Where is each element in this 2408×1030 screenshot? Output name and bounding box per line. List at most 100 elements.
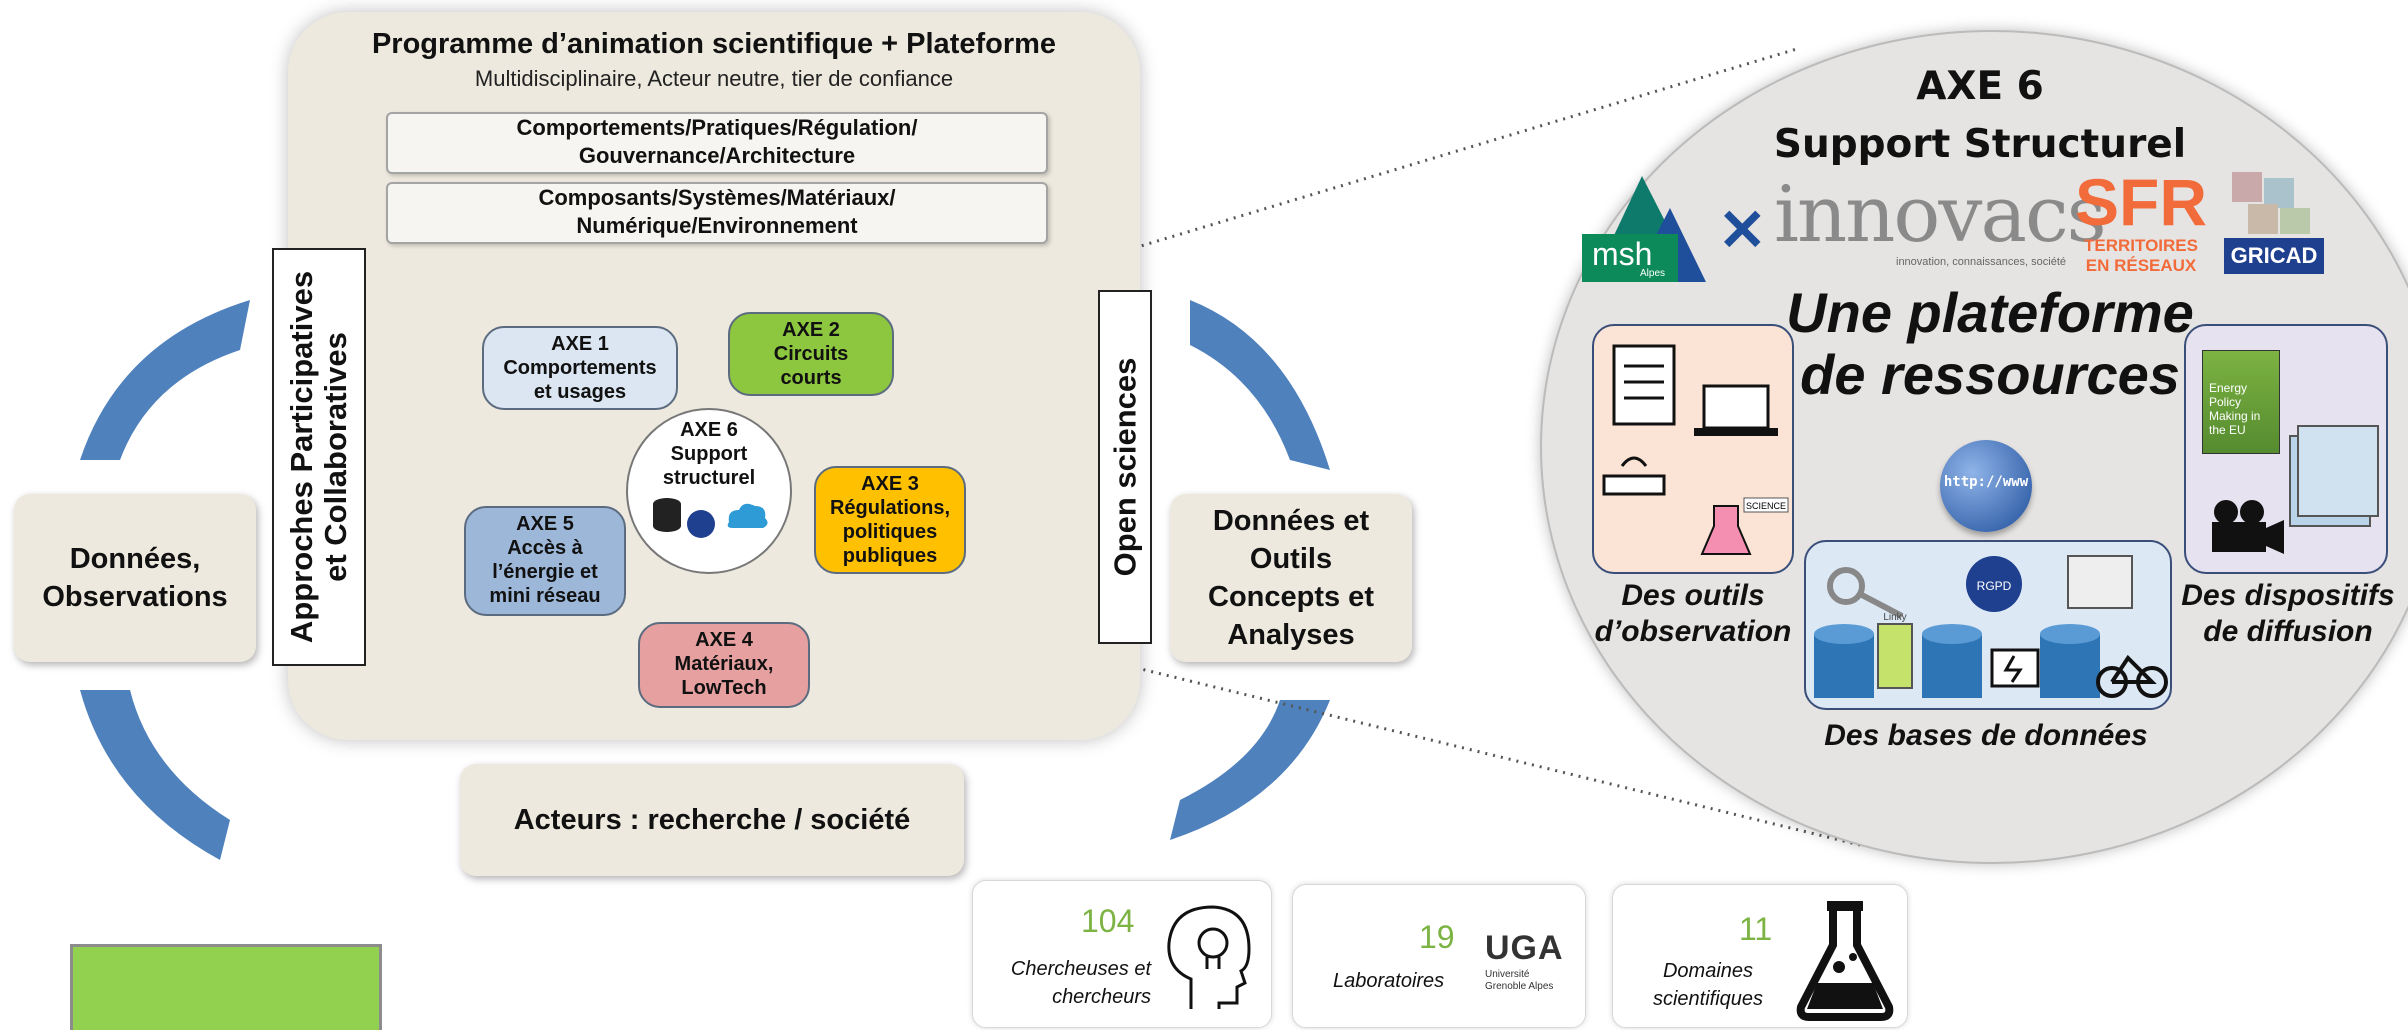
rgpd-badge-icon bbox=[1966, 556, 2022, 612]
diffusion-line2: de diffusion bbox=[2203, 615, 2373, 648]
data-observations-line2: Observations bbox=[42, 581, 228, 613]
axe5-line3: mini réseau bbox=[489, 585, 601, 607]
axe1-id: AXE 1 bbox=[551, 333, 609, 355]
sfr-sub1: TERRITOIRES bbox=[2084, 236, 2198, 255]
stat-domains-label-line2: scientifiques bbox=[1652, 988, 1764, 1010]
sfr-sub2: EN RÉSEAUX bbox=[2085, 256, 2197, 275]
rgpd-badge-text: RGPD bbox=[1977, 579, 2012, 593]
data-tools-box: Données et Outils Concepts et Analyses bbox=[1170, 494, 1412, 662]
gricad-text: GRICAD bbox=[2224, 238, 2324, 274]
uga-logo-text: UGA bbox=[1485, 929, 1564, 967]
diffusion-line1: Des dispositifs bbox=[2181, 579, 2395, 612]
databases-illustration: RGPD Linky bbox=[1814, 555, 2168, 698]
axe5-box: AXE 5 Accès à l’énergie et mini réseau bbox=[464, 506, 626, 616]
stat-card-domains: 11 Domaines scientifiques bbox=[1612, 884, 1908, 1028]
stat-researchers-label: Chercheuses et chercheurs bbox=[981, 955, 1151, 1011]
databases-panel: RGPD Linky bbox=[1804, 540, 2172, 710]
platform-title-line1: Une plateforme bbox=[1786, 281, 2194, 344]
stat-researchers-label-line2: chercheurs bbox=[1052, 986, 1151, 1008]
stat-card-laboratories: 19 Laboratoires UGA Université Grenoble … bbox=[1292, 884, 1586, 1028]
diffusion-panel: Energy Policy Making in the EU bbox=[2184, 324, 2388, 574]
observation-tools-line2: d’observation bbox=[1594, 615, 1792, 648]
sfr-logo: SFR TERRITOIRES EN RÉSEAUX bbox=[2066, 168, 2216, 276]
theme-bar-behaviours-line2: Gouvernance/Architecture bbox=[578, 143, 856, 168]
data-observations-box: Données, Observations bbox=[14, 494, 256, 662]
msh-mountain-icon bbox=[1582, 176, 1706, 282]
axe4-id: AXE 4 bbox=[695, 629, 753, 651]
globe-url-text: http://www bbox=[1943, 474, 2029, 490]
axe6-detail-title-line1: AXE 6 bbox=[1916, 64, 2044, 109]
key-icon bbox=[1827, 567, 1904, 619]
theme-bar-behaviours: Comportements/Pratiques/Régulation/ Gouv… bbox=[386, 112, 1048, 174]
cycle-arrow-top-left bbox=[80, 300, 250, 460]
axe4-line1: Matériaux, bbox=[674, 653, 774, 675]
observation-tools-line1: Des outils bbox=[1621, 579, 1765, 612]
innovacs-logo-text: innovacs bbox=[1774, 170, 2107, 260]
science-tag: SCIENCE bbox=[1746, 501, 1786, 511]
axe1-box: AXE 1 Comportements et usages bbox=[482, 326, 678, 410]
observation-tools-illustration: SCIENCE bbox=[1602, 344, 1789, 555]
axe2-line1: Circuits bbox=[773, 343, 849, 365]
books-stack-icon bbox=[2289, 425, 2379, 527]
theme-bar-behaviours-line1: Comportements/Pratiques/Régulation/ bbox=[516, 115, 918, 140]
axe5-line1: Accès à bbox=[507, 537, 583, 559]
axe5-line2: l’énergie et bbox=[492, 561, 598, 583]
theme-bar-components-line2: Numérique/Environnement bbox=[576, 213, 858, 238]
sfr-text: SFR bbox=[2075, 165, 2207, 239]
platform-title: Une plateforme de ressources bbox=[1760, 282, 2220, 406]
rgpd-lock-icon bbox=[687, 510, 715, 538]
laptop-icon bbox=[1694, 384, 1778, 436]
uga-logo-sub: Université Grenoble Alpes bbox=[1485, 969, 1553, 993]
axe4-box: AXE 4 Matériaux, LowTech bbox=[638, 622, 810, 708]
axe6-detail-title-line2: Support Structurel bbox=[1773, 122, 2187, 167]
lab-flask-icon bbox=[1700, 505, 1752, 555]
axe1-line1: Comportements bbox=[503, 357, 657, 379]
router-icon bbox=[1602, 456, 1666, 496]
stat-card-researchers: 104 Chercheuses et chercheurs bbox=[972, 880, 1272, 1028]
newspaper-icon bbox=[2067, 555, 2133, 609]
stat-domains-label-line1: Domaines bbox=[1662, 960, 1754, 982]
data-tools-line1: Données et bbox=[1212, 505, 1370, 537]
open-sciences-box: Open sciences bbox=[1098, 290, 1152, 644]
stat-researchers-label-line1: Chercheuses et bbox=[1010, 958, 1151, 980]
stat-laboratories-label: Laboratoires bbox=[1333, 970, 1445, 992]
data-tools-line4: Analyses bbox=[1227, 619, 1355, 651]
axe5-id: AXE 5 bbox=[516, 513, 574, 535]
databases-label: Des bases de données bbox=[1824, 719, 2148, 752]
programme-subtitle: Multidisciplinaire, Acteur neutre, tier … bbox=[474, 66, 954, 91]
participatory-approaches-box: Approches Participatives et Collaborativ… bbox=[272, 248, 366, 666]
cycle-arrow-top-right bbox=[1190, 300, 1330, 470]
axe3-line1: Régulations, bbox=[829, 497, 950, 519]
observation-tools-label: Des outils d’observation bbox=[1578, 578, 1808, 650]
diffusion-label: Des dispositifs de diffusion bbox=[2168, 578, 2408, 650]
database-cylinders-icon bbox=[1814, 624, 2100, 698]
uga-logo-sub-line2: Grenoble Alpes bbox=[1485, 981, 1554, 992]
theme-bar-components-line1: Composants/Systèmes/Matériaux/ bbox=[538, 185, 896, 210]
axe3-box: AXE 3 Régulations, politiques publiques bbox=[814, 466, 966, 574]
flask-icon bbox=[1796, 901, 1894, 1021]
gricad-logo: GRICAD bbox=[2218, 168, 2328, 278]
axe3-line2: politiques bbox=[842, 521, 938, 543]
axe2-id: AXE 2 bbox=[782, 319, 840, 341]
msh-text: msh bbox=[1592, 236, 1653, 272]
axe2-box: AXE 2 Circuits courts bbox=[728, 312, 894, 396]
theme-bar-components: Composants/Systèmes/Matériaux/ Numérique… bbox=[386, 182, 1048, 244]
data-tools-line3: Concepts et bbox=[1208, 581, 1374, 613]
axe2-line2: courts bbox=[780, 367, 842, 389]
axe6-line1: Support bbox=[670, 443, 748, 465]
actors-box: Acteurs : recherche / société bbox=[460, 764, 964, 876]
axe3-line3: publiques bbox=[842, 545, 938, 567]
cross-icon: ✕ bbox=[1718, 198, 1767, 263]
observation-tools-panel: SCIENCE bbox=[1592, 324, 1794, 574]
innovacs-tagline: innovation, connaissances, société bbox=[1896, 256, 2066, 268]
axe6-id: AXE 6 bbox=[680, 419, 738, 441]
linky-meter-icon bbox=[1877, 623, 1913, 689]
axe6-icons bbox=[653, 498, 768, 538]
bicycle-icon bbox=[2096, 654, 2168, 698]
axe6-detail-title: AXE 6 Support Structurel bbox=[1720, 58, 2240, 174]
puzzle-icon bbox=[2232, 172, 2310, 234]
cycle-arrow-bottom-right bbox=[1170, 700, 1330, 840]
axe1-line2: et usages bbox=[533, 381, 627, 403]
globe-icon: http://www bbox=[1940, 440, 2032, 532]
stat-laboratories-value: 19 bbox=[1419, 919, 1455, 955]
